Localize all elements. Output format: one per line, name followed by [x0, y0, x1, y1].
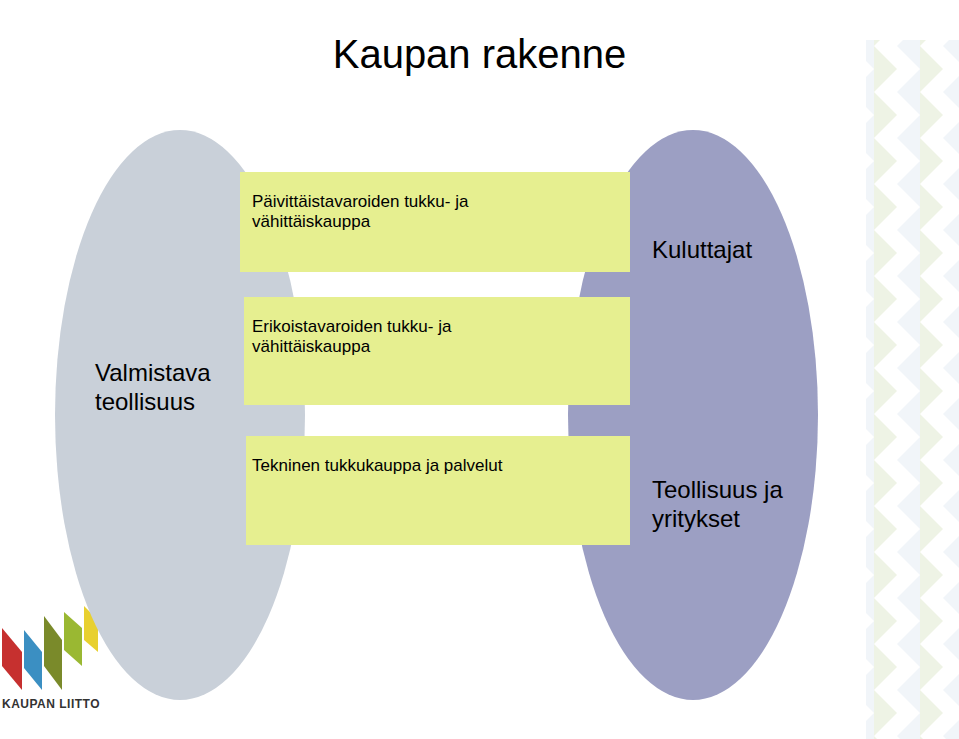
side-pattern — [866, 40, 959, 739]
node-text: Valmistava teollisuus — [95, 358, 245, 416]
process-box: Päivittäistavaroiden tukku- ja vähittäis… — [240, 172, 630, 272]
process-box: Tekninen tukkukauppa ja palvelut — [246, 436, 630, 545]
node-text: Kuluttajat — [652, 235, 802, 264]
logo-text: KAUPAN LIITTO — [2, 697, 100, 711]
node-text: Teollisuus ja yritykset — [652, 475, 792, 533]
title: Kaupan rakenne — [0, 30, 959, 78]
node-text: Erikoistavaroiden tukku- ja vähittäiskau… — [252, 317, 467, 357]
logo-mark — [2, 606, 98, 690]
node-text: Tekninen tukkukauppa ja palvelut — [252, 456, 622, 476]
node-text: Päivittäistavaroiden tukku- ja vähittäis… — [252, 192, 514, 232]
process-box: Erikoistavaroiden tukku- ja vähittäiskau… — [244, 297, 630, 405]
